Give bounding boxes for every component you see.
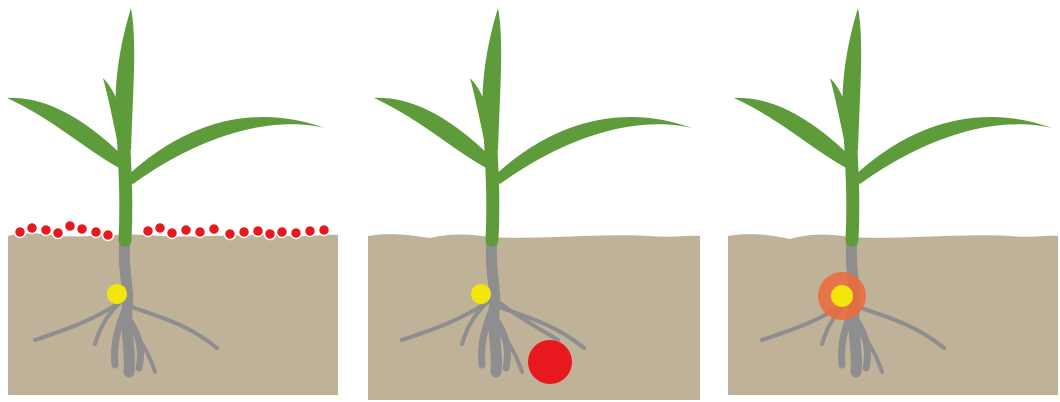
- fertilizer-granule: [181, 225, 192, 236]
- fertilizer-granule: [103, 230, 114, 241]
- fertilizer-granule: [195, 227, 206, 238]
- fertilizer-granule: [27, 223, 38, 234]
- fertilizer-granule: [41, 225, 52, 236]
- seed-1: [107, 284, 127, 304]
- fertilizer-band-2: [528, 340, 572, 384]
- seed-3: [831, 285, 853, 307]
- seed-2: [471, 284, 491, 304]
- plant-3: [734, 8, 1052, 240]
- fertilizer-granule: [225, 229, 236, 240]
- fertilizer-granule: [277, 227, 288, 238]
- fertilizer-granule: [91, 227, 102, 238]
- plant-2: [374, 8, 692, 240]
- surface-fertilizer-granules: [15, 221, 330, 241]
- fertilizer-granule: [15, 227, 26, 238]
- soil-block-3: [728, 234, 1058, 395]
- panel-3: [728, 8, 1058, 395]
- panel-2: [368, 8, 700, 400]
- fertilizer-granule: [77, 224, 88, 235]
- fertilizer-granule: [265, 229, 276, 240]
- fertilizer-granule: [291, 228, 302, 239]
- fertilizer-granule: [305, 226, 316, 237]
- fertilizer-granule: [65, 221, 76, 232]
- plant-1: [7, 8, 325, 240]
- panel-1: [7, 8, 338, 395]
- fertilizer-granule: [155, 223, 166, 234]
- fertilizer-granule: [209, 224, 220, 235]
- fertilizer-granule: [53, 228, 64, 239]
- fertilizer-granule: [239, 227, 250, 238]
- fertilizer-granule: [167, 228, 178, 239]
- fertilizer-granule: [253, 226, 264, 237]
- fertilizer-granule: [143, 226, 154, 237]
- soil-block-1: [8, 233, 338, 395]
- fertilizer-granule: [319, 225, 330, 236]
